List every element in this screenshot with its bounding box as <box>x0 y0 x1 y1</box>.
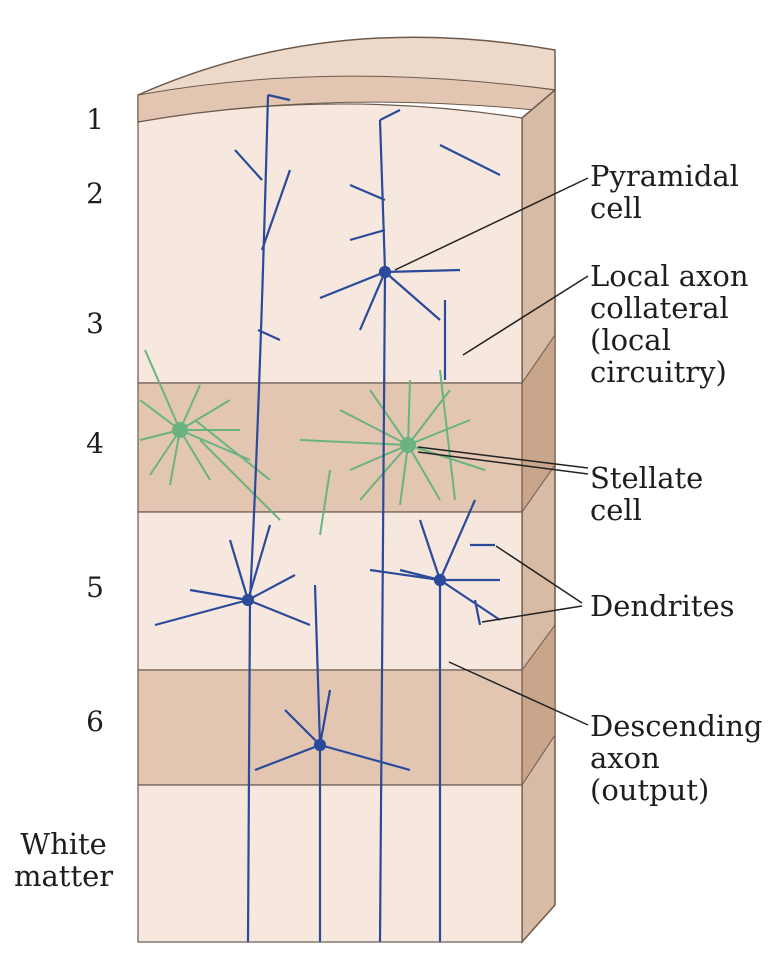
layer-label-5: 5 <box>86 571 104 604</box>
leader-axon-collateral <box>462 275 589 356</box>
pyramidal-cell-top <box>319 109 461 331</box>
annotation-pyramidal-cell: Pyramidal cell <box>590 159 739 225</box>
annotation-stellate-cell: Stellate cell <box>590 461 704 527</box>
cortex-side-face <box>521 88 556 944</box>
layer-label-6: 6 <box>86 705 104 738</box>
layer-label-2: 2 <box>86 177 104 210</box>
stellate-cell-left <box>139 349 281 521</box>
annotation-dendrites: Dendrites <box>590 589 735 623</box>
layer-label-3: 3 <box>86 307 104 340</box>
leader-lines <box>394 177 589 726</box>
leader-pyramidal <box>394 177 589 271</box>
front-face-upper <box>137 103 523 384</box>
layer-label-1: 1 <box>86 103 104 136</box>
neurons <box>154 93 501 943</box>
pyramidal-cell-layer6 <box>254 584 411 942</box>
layer-6-band <box>137 669 523 786</box>
leader-dendrites-1 <box>495 545 583 604</box>
leader-descending-axon <box>448 661 589 726</box>
leader-dendrites-2 <box>481 605 583 623</box>
leader-stellate-1 <box>417 446 589 469</box>
annotation-descending-axon: Descending axon (output) <box>590 709 763 807</box>
white-matter-band <box>137 784 523 943</box>
layer-label-4: 4 <box>86 427 104 460</box>
dendrites <box>470 543 495 626</box>
layer-label-white-matter: White matter <box>14 827 114 893</box>
descending-axon-center <box>378 271 387 943</box>
annotation-local-axon-collateral: Local axon collateral (local circuitry) <box>590 259 749 389</box>
pyramidal-cell-layer5-left <box>154 524 311 627</box>
descending-axon-left <box>246 94 270 943</box>
layer-4-band <box>137 382 523 513</box>
leader-stellate-2 <box>417 451 589 475</box>
